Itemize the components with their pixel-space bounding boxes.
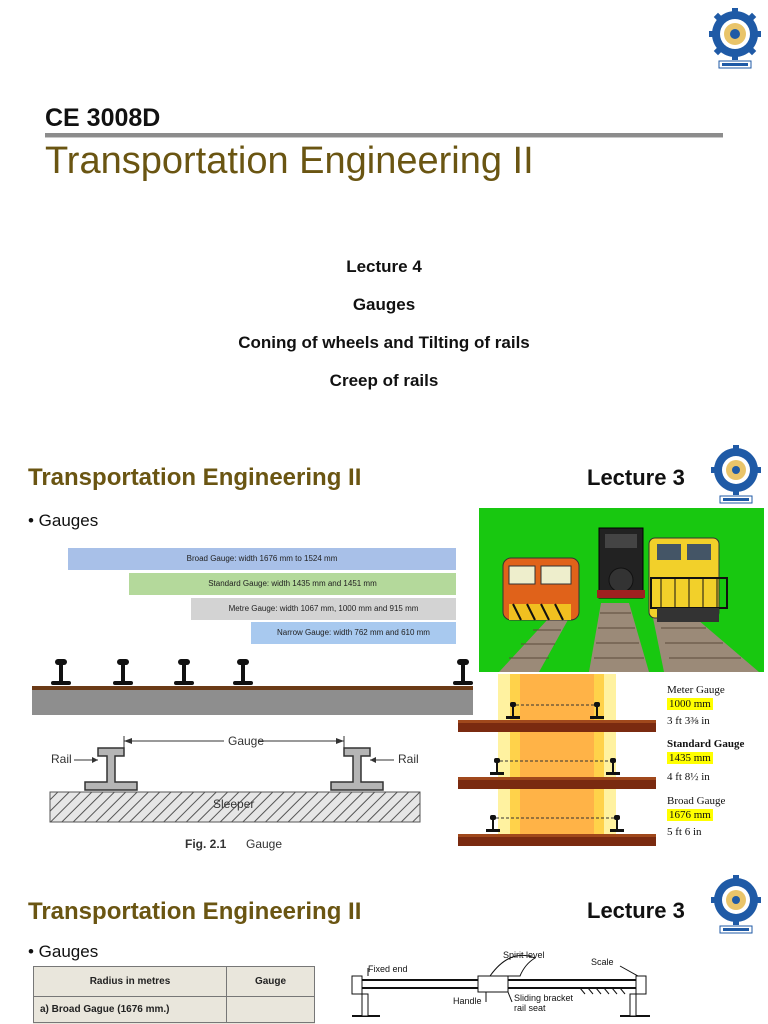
label-sleeper: Sleeper xyxy=(213,797,255,811)
topic-coning: Coning of wheels and Tilting of rails xyxy=(238,333,530,352)
meter-gauge-ft: 3 ft 3⅜ in xyxy=(667,715,710,727)
table-header-gauge: Gauge xyxy=(226,966,315,997)
slide3-title: Transportation Engineering II xyxy=(28,898,362,925)
standard-gauge-mm: 1435 mm xyxy=(667,752,713,764)
topic-gauges: Gauges xyxy=(352,295,416,314)
rail-profile-3 xyxy=(174,659,194,685)
band-standard-gauge: Standard Gauge: width 1435 mm and 1451 m… xyxy=(129,573,456,595)
rail-profile-1 xyxy=(51,659,71,685)
slide2-bullet-gauges: • Gauges xyxy=(28,511,99,530)
institute-logo xyxy=(708,6,762,70)
label-sliding-bracket: Sliding bracket rail seat xyxy=(514,993,573,1013)
slide2-title: Transportation Engineering II xyxy=(28,464,362,491)
institute-logo xyxy=(709,873,763,935)
broad-gauge-mm: 1676 mm xyxy=(667,809,713,821)
label-rail-seat: rail seat xyxy=(514,1003,546,1013)
topic-creep: Creep of rails xyxy=(329,371,439,390)
band-narrow-gauge: Narrow Gauge: width 762 mm and 610 mm xyxy=(251,622,456,644)
fig-number: Fig. 2.1 xyxy=(185,837,227,851)
fig-gauge-cross-section xyxy=(49,736,421,823)
table-row-broad-gauge: a) Broad Gague (1676 mm.) xyxy=(33,996,227,1023)
label-sliding-bracket-line1: Sliding bracket xyxy=(514,993,574,1003)
band-broad-gauge: Broad Gauge: width 1676 mm to 1524 mm xyxy=(68,548,456,570)
label-rail-left: Rail xyxy=(51,752,72,766)
table-header-radius: Radius in metres xyxy=(33,966,227,997)
institute-logo xyxy=(709,443,763,505)
label-handle: Handle xyxy=(453,996,482,1006)
rail-profile-2 xyxy=(113,659,133,685)
fig-label: Gauge xyxy=(246,837,283,851)
standard-gauge-name: Standard Gauge xyxy=(667,738,745,750)
radius-gauge-table-image: Radius in metres Gauge a) Broad Gague (1… xyxy=(33,966,315,1024)
broad-gauge-name: Broad Gauge xyxy=(667,795,726,807)
slide2-lecture-tag: Lecture 3 xyxy=(587,465,685,490)
rail-positions-diagram xyxy=(32,659,473,715)
locomotives-on-gauges-image xyxy=(479,508,764,672)
course-title: Transportation Engineering II xyxy=(45,140,534,182)
lecture-number: Lecture 4 xyxy=(346,257,422,276)
label-gauge: Gauge xyxy=(228,734,265,748)
label-spirit-level: Spirit level xyxy=(503,950,545,960)
label-fixed-end: Fixed end xyxy=(368,964,408,974)
rail-profile-5 xyxy=(453,659,473,685)
band-metre-gauge: Metre Gauge: width 1067 mm, 1000 mm and … xyxy=(191,598,456,620)
lecture-topics: Lecture 4 Gauges Coning of wheels and Ti… xyxy=(0,255,768,407)
slide3-lecture-tag: Lecture 3 xyxy=(587,898,685,923)
slide3-bullet-gauges: • Gauges xyxy=(28,942,99,961)
label-scale: Scale xyxy=(591,957,614,967)
standard-gauge-ft: 4 ft 8½ in xyxy=(667,771,710,783)
label-rail-right: Rail xyxy=(398,752,419,766)
meter-gauge-mm: 1000 mm xyxy=(667,698,713,710)
gauge-measuring-device-diagram xyxy=(351,954,650,1017)
header-divider xyxy=(45,133,723,138)
course-code: CE 3008D xyxy=(45,104,161,132)
broad-gauge-ft: 5 ft 6 in xyxy=(667,826,702,838)
rail-profile-4 xyxy=(233,659,253,685)
meter-gauge-name: Meter Gauge xyxy=(667,684,725,696)
gauge-comparison-diagram xyxy=(458,674,656,846)
